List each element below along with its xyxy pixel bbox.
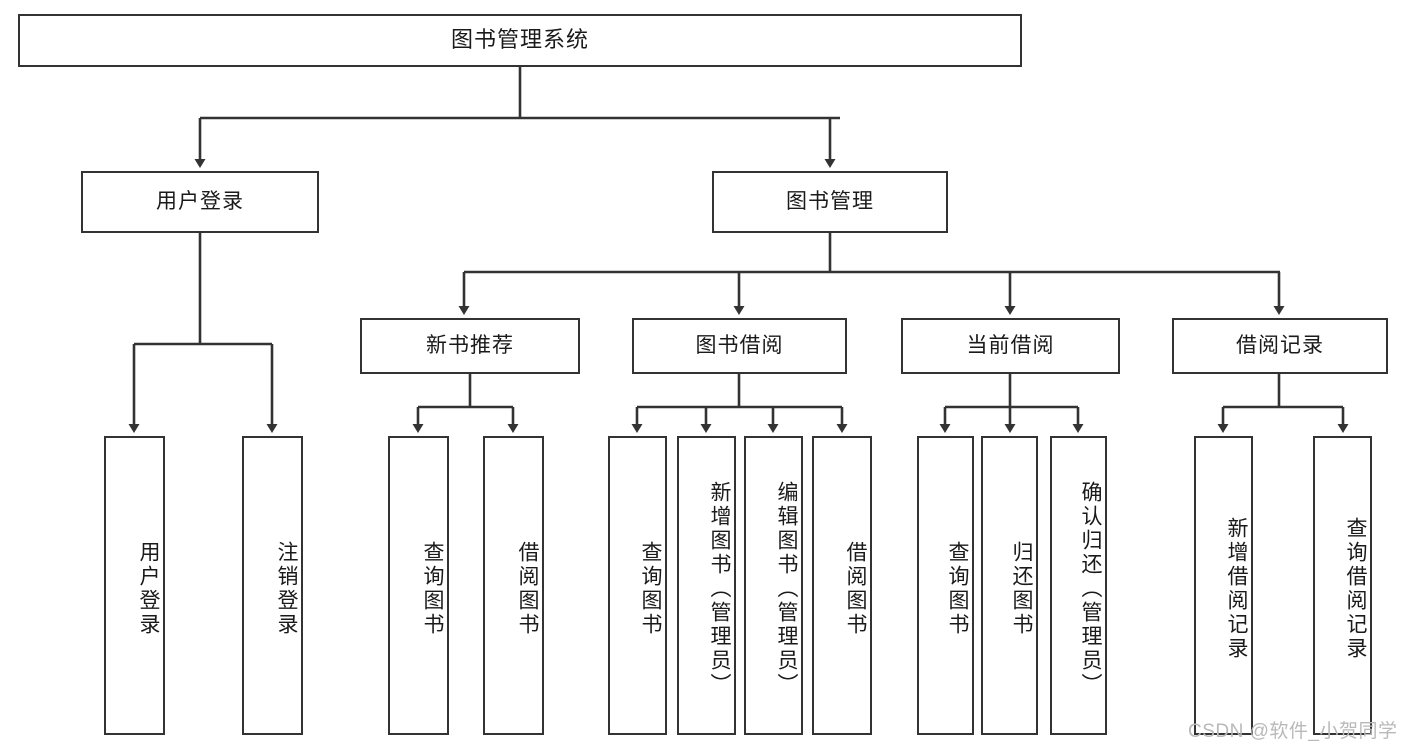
node-leaf-query-book-rec[interactable]: 查询图书 <box>388 436 449 735</box>
edge-group-book-borrow <box>631 374 848 433</box>
node-leaf-confirm-return-admin[interactable]: 确认归还（管理员） <box>1050 436 1107 735</box>
node-leaf-query-book-cur[interactable]: 查询图书 <box>917 436 974 735</box>
node-leaf-return-book[interactable]: 归还图书 <box>981 436 1038 735</box>
node-borrow-record[interactable]: 借阅记录 <box>1172 318 1388 374</box>
node-leaf-add-borrow-record[interactable]: 新增借阅记录 <box>1194 436 1253 735</box>
node-label: 用户登录 <box>137 540 160 637</box>
node-label: 借阅图书 <box>516 540 539 637</box>
node-leaf-add-book-admin[interactable]: 新增图书（管理员） <box>677 436 736 735</box>
node-label: 确认归还（管理员） <box>1079 480 1102 697</box>
node-leaf-query-book-borrow[interactable]: 查询图书 <box>608 436 667 735</box>
node-label: 新增借阅记录 <box>1225 516 1248 661</box>
edge-group-root <box>194 67 840 168</box>
node-leaf-query-borrow-record[interactable]: 查询借阅记录 <box>1313 436 1372 735</box>
edge-group-user-login <box>128 233 278 433</box>
node-leaf-user-login[interactable]: 用户登录 <box>104 436 165 735</box>
node-label: 查询借阅记录 <box>1344 516 1367 661</box>
node-label: 查询图书 <box>946 540 969 637</box>
node-root-system[interactable]: 图书管理系统 <box>18 14 1022 67</box>
node-label: 图书管理系统 <box>450 27 589 53</box>
node-leaf-user-logout[interactable]: 注销登录 <box>242 436 303 735</box>
node-label: 归还图书 <box>1010 540 1033 637</box>
edge-group-new-book-rec <box>412 374 519 433</box>
node-new-book-rec[interactable]: 新书推荐 <box>360 318 580 374</box>
edge-group-borrow-record <box>1217 374 1349 433</box>
node-label: 查询图书 <box>639 540 662 637</box>
node-book-manage[interactable]: 图书管理 <box>712 171 948 233</box>
node-label: 图书管理 <box>786 190 874 214</box>
node-leaf-edit-book-admin[interactable]: 编辑图书（管理员） <box>744 436 803 735</box>
node-label: 用户登录 <box>156 190 244 214</box>
node-user-login[interactable]: 用户登录 <box>81 171 319 233</box>
edge-group-book-manage <box>458 233 1285 315</box>
node-book-borrow[interactable]: 图书借阅 <box>632 318 847 374</box>
node-label: 图书借阅 <box>695 334 784 358</box>
node-label: 当前借阅 <box>966 334 1055 358</box>
node-label: 注销登录 <box>275 540 298 637</box>
node-leaf-borrow-book[interactable]: 借阅图书 <box>812 436 872 735</box>
node-label: 编辑图书（管理员） <box>775 480 798 697</box>
node-label: 新增图书（管理员） <box>708 480 731 697</box>
node-label: 借阅图书 <box>844 540 867 637</box>
csdn-watermark: CSDN @软件_小贺同学 <box>1188 721 1398 742</box>
node-current-borrow[interactable]: 当前借阅 <box>901 318 1120 374</box>
node-label: 新书推荐 <box>426 334 514 358</box>
edge-group-current-borrow <box>939 374 1084 433</box>
node-label: 查询图书 <box>421 540 444 637</box>
node-leaf-borrow-book-rec[interactable]: 借阅图书 <box>483 436 544 735</box>
node-label: 借阅记录 <box>1236 334 1324 358</box>
